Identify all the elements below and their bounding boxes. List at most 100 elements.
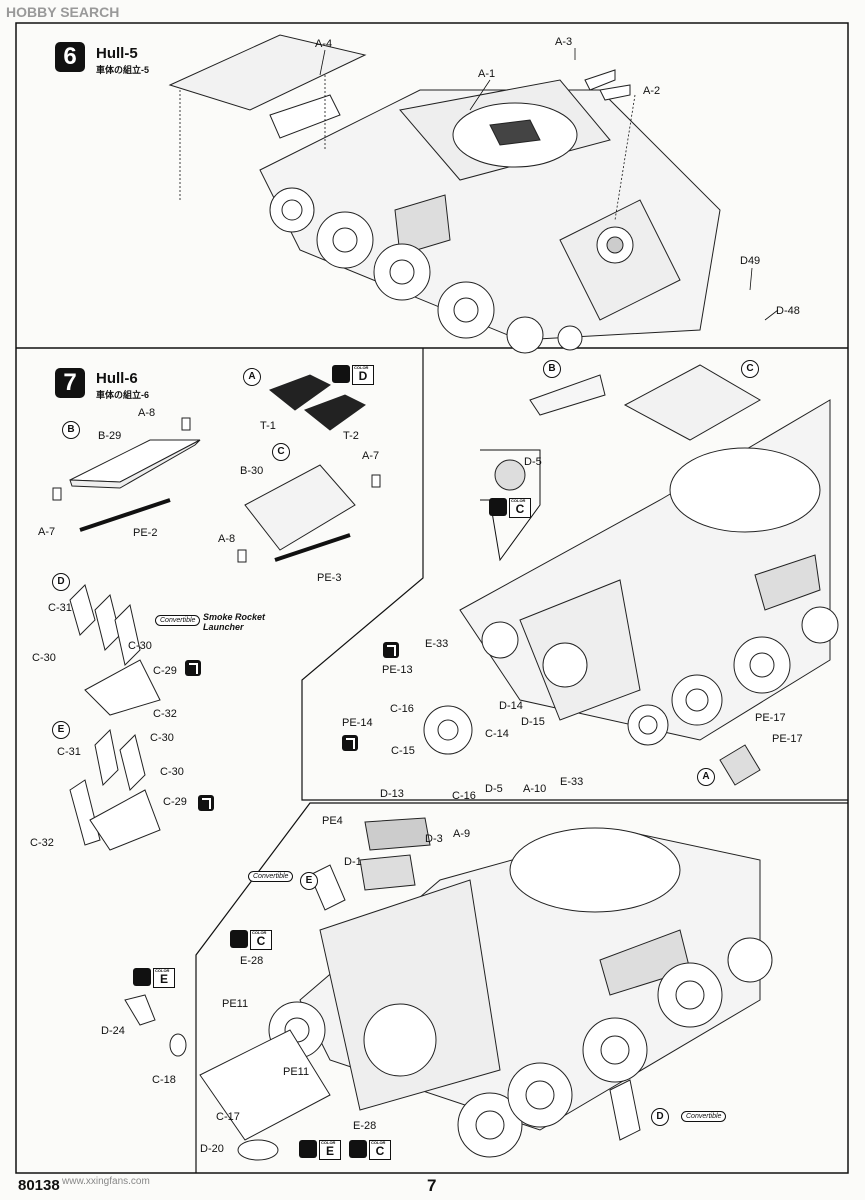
label-e33-bottom: E-33 bbox=[560, 776, 584, 788]
color-code: C bbox=[509, 498, 531, 518]
label-c16-top: C-16 bbox=[390, 703, 414, 715]
label-d3: D-3 bbox=[425, 833, 443, 845]
label-d24: D-24 bbox=[101, 1025, 125, 1037]
label-b29: B-29 bbox=[98, 430, 122, 442]
marker-e: E bbox=[52, 721, 70, 739]
label-pe13: PE-13 bbox=[382, 664, 413, 676]
color-callout-c-bottom: C bbox=[349, 1140, 391, 1160]
label-d15: D-15 bbox=[521, 716, 545, 728]
step7-number-box: 7 bbox=[55, 368, 85, 398]
bend-icon bbox=[198, 795, 214, 811]
step6-tank bbox=[168, 34, 721, 354]
paint-brush-icon bbox=[230, 930, 248, 948]
color-code: E bbox=[153, 968, 175, 988]
step6-number-box: 6 bbox=[55, 42, 85, 72]
label-d5-top: D-5 bbox=[524, 456, 542, 468]
label-d48: D-48 bbox=[776, 305, 800, 317]
label-c30-e2: C-30 bbox=[160, 766, 184, 778]
paint-brush-icon bbox=[133, 968, 151, 986]
label-pe17-b: PE-17 bbox=[772, 733, 803, 745]
label-pe17-a: PE-17 bbox=[755, 712, 786, 724]
marker-a: A bbox=[243, 368, 261, 386]
label-c32-d: C-32 bbox=[153, 708, 177, 720]
label-c31-d: C-31 bbox=[48, 602, 72, 614]
color-callout-d: D bbox=[332, 365, 374, 385]
color-callout-e-left: E bbox=[133, 968, 175, 988]
color-code: E bbox=[319, 1140, 341, 1160]
bend-icon bbox=[342, 735, 358, 751]
label-d5-bottom: D-5 bbox=[485, 783, 503, 795]
label-d20: D-20 bbox=[200, 1143, 224, 1155]
hobbysearch-logo-text: HOBBY SEARCH bbox=[6, 4, 120, 20]
paint-brush-icon bbox=[299, 1140, 317, 1158]
label-pe11-bottom: PE11 bbox=[283, 1066, 310, 1078]
step6-title: Hull-5 bbox=[96, 45, 138, 62]
label-c30-d2: C-30 bbox=[32, 652, 56, 664]
label-e33-top: E-33 bbox=[425, 638, 449, 650]
step7-number: 7 bbox=[63, 369, 77, 396]
label-c18: C-18 bbox=[152, 1074, 176, 1086]
label-a9: A-9 bbox=[453, 828, 471, 840]
step6-subtitle: 車体の組立-5 bbox=[96, 65, 150, 75]
marker-c-tank: C bbox=[741, 360, 759, 378]
smoke-rocket-note: Smoke Rocket Launcher bbox=[203, 612, 266, 632]
convertible-badge: Convertible bbox=[155, 615, 201, 626]
convertible-badge-bottom-right: Convertible bbox=[681, 1111, 727, 1122]
label-pe2: PE-2 bbox=[133, 527, 158, 539]
paint-brush-icon bbox=[332, 365, 350, 383]
product-code: 80138 bbox=[18, 1177, 60, 1194]
label-d1: D-1 bbox=[344, 856, 362, 868]
marker-d: D bbox=[52, 573, 70, 591]
label-t1: T-1 bbox=[260, 420, 276, 432]
step7-subtitle: 車体の組立-6 bbox=[96, 390, 150, 400]
label-t2: T-2 bbox=[343, 430, 359, 442]
convertible-badge-bottom-left: Convertible bbox=[248, 871, 294, 882]
label-d49: D49 bbox=[740, 255, 761, 267]
label-a8-c: A-8 bbox=[218, 533, 236, 545]
color-code: C bbox=[369, 1140, 391, 1160]
marker-c: C bbox=[272, 443, 290, 461]
label-a4: A-4 bbox=[315, 38, 333, 50]
color-callout-c-top: C bbox=[489, 498, 531, 518]
label-d13: D-13 bbox=[380, 788, 404, 800]
label-e28-bottom: E-28 bbox=[353, 1120, 377, 1132]
marker-b-tank: B bbox=[543, 360, 561, 378]
bend-icon bbox=[383, 642, 399, 658]
page-number: 7 bbox=[427, 1176, 437, 1195]
label-pe3: PE-3 bbox=[317, 572, 342, 584]
label-a10: A-10 bbox=[523, 783, 547, 795]
step7-title: Hull-6 bbox=[96, 370, 138, 387]
color-code: C bbox=[250, 930, 272, 950]
label-pe14: PE-14 bbox=[342, 717, 373, 729]
label-a7-left: A-7 bbox=[38, 526, 56, 538]
label-c16-bottom: C-16 bbox=[452, 790, 476, 802]
step6-number: 6 bbox=[63, 43, 77, 70]
bend-icon bbox=[185, 660, 201, 676]
label-e28-top: E-28 bbox=[240, 955, 264, 967]
label-a8: A-8 bbox=[138, 407, 156, 419]
color-callout-e-bottom: E bbox=[299, 1140, 341, 1160]
paint-brush-icon bbox=[489, 498, 507, 516]
marker-e-bottom: E bbox=[300, 872, 318, 890]
site-watermark: www.xxingfans.com bbox=[62, 1176, 150, 1187]
hobbysearch-logo: HOBBY SEARCH bbox=[6, 4, 119, 20]
marker-b: B bbox=[62, 421, 80, 439]
label-c14: C-14 bbox=[485, 728, 509, 740]
label-c31-e: C-31 bbox=[57, 746, 81, 758]
marker-d-bottom: D bbox=[651, 1108, 669, 1126]
label-b30: B-30 bbox=[240, 465, 264, 477]
label-a2: A-2 bbox=[643, 85, 661, 97]
color-callout-c-mid: C bbox=[230, 930, 272, 950]
label-a7-right: A-7 bbox=[362, 450, 380, 462]
label-c30-d1: C-30 bbox=[128, 640, 152, 652]
color-code: D bbox=[352, 365, 374, 385]
label-d14: D-14 bbox=[499, 700, 523, 712]
label-a1: A-1 bbox=[478, 68, 496, 80]
label-pe11-top: PE11 bbox=[222, 998, 249, 1010]
label-c29-d: C-29 bbox=[153, 665, 177, 677]
label-pe4: PE4 bbox=[322, 815, 343, 827]
label-c32-e: C-32 bbox=[30, 837, 54, 849]
label-c15: C-15 bbox=[391, 745, 415, 757]
marker-a-tank: A bbox=[697, 768, 715, 786]
